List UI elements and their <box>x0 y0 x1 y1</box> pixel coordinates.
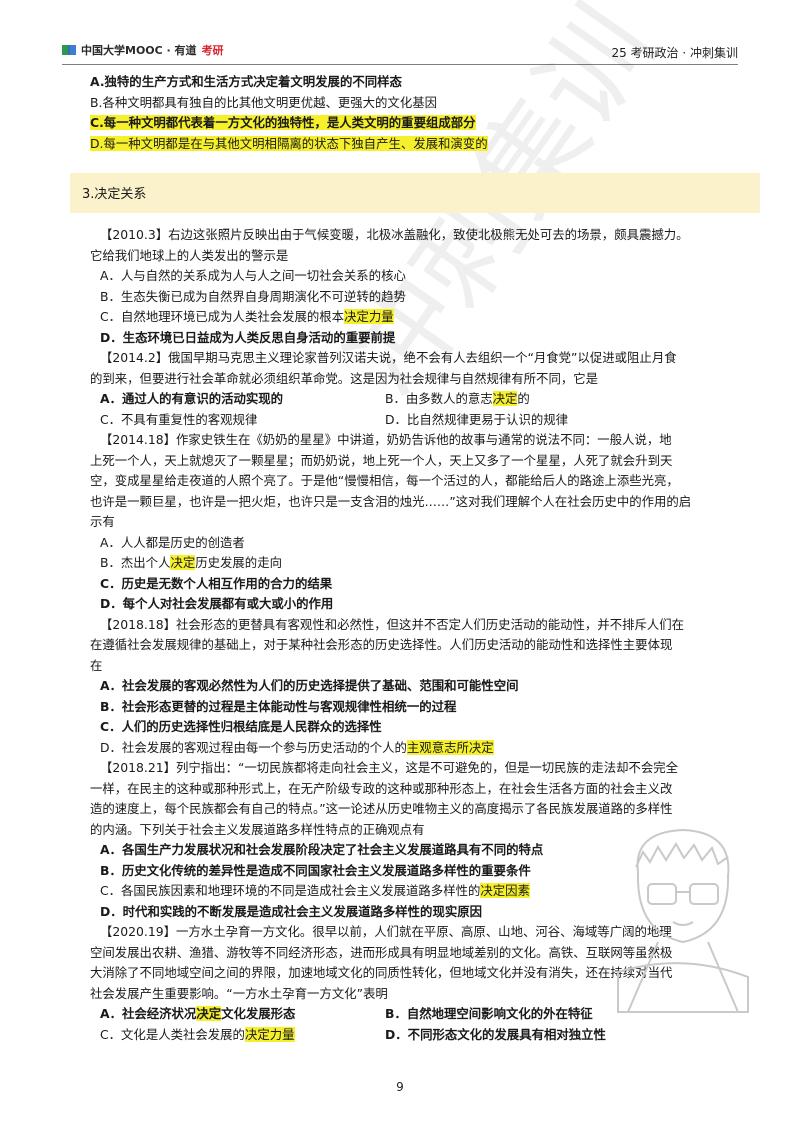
question-stem: 【2014.18】作家史铁生在《奶奶的星星》中讲道，奶奶告诉他的故事与通常的说法… <box>100 432 672 447</box>
option: C．不具有重复性的客观规律 <box>100 411 258 427</box>
option-text: 的 <box>517 391 530 406</box>
question-stem: 【2018.18】社会形态的更替具有客观性和必然性，但这并不否定人们历史活动的能… <box>100 616 685 632</box>
question-stem-cont: 也许是一颗巨星，也许是一把火炬，也许只是一支含泪的烛光……”这对我们理解个人在社… <box>90 493 692 509</box>
option-row: C．不具有重复性的客观规律 D．比自然规律更易于认识的规律 <box>90 410 740 431</box>
brand-name-red: 考研 <box>201 44 224 57</box>
question-stem: 【2020.19】一方水土孕育一方文化。很早以前，人们就在平原、高原、山地、河谷… <box>100 924 672 939</box>
option-text: C．各国民族因素和地理环境的不同是造成社会主义发展道路多样性的 <box>100 883 481 898</box>
option-text: B．杰出个人 <box>100 555 171 570</box>
top-option-a: A.独特的生产方式和生活方式决定着文明发展的不同样态 <box>90 74 402 89</box>
option-correct: D．不同形态文化的发展具有相对独立性 <box>385 1026 606 1042</box>
option-row: A．社会经济状况决定文化发展形态 B．自然地理空间影响文化的外在特征 <box>90 1004 740 1025</box>
question-stem: 【2010.3】右边这张照片反映出由于气候变暖，北极冰盖融化，致使北极熊无处可去… <box>100 227 689 242</box>
mooc-logo-icon <box>62 44 76 56</box>
option: D．社会发展的客观过程由每一个参与历史活动的个人的主观意志所决定 <box>90 738 740 759</box>
option: C．自然地理环境已成为人类社会发展的根本决定力量 <box>90 307 740 328</box>
option-text: 历史发展的走向 <box>195 555 282 570</box>
highlight: 决定力量 <box>244 1026 295 1042</box>
option-correct: D．生态环境已日益成为人类反思自身活动的重要前提 <box>100 329 396 345</box>
page-content: A.独特的生产方式和生活方式决定着文明发展的不同样态 B.各种文明都具有独自的比… <box>70 72 760 1046</box>
question-stem: 【2018.21】列宁指出：“一切民族都将走向社会主义，这是不可避免的，但是一切… <box>100 760 679 775</box>
question-stem-cont: 空间发展出农耕、渔猎、游牧等不同经济形态，进而形成具有明显地域差别的文化。高铁、… <box>90 944 673 960</box>
highlight: D.每一种文明都是在与其他文明相隔离的状态下独自产生、发展和演变的 <box>90 135 488 151</box>
option-correct: B．历史文化传统的差异性是造成不同国家社会主义发展道路多样性的重要条件 <box>100 862 531 878</box>
question-stem-cont: 空，变成星星给走夜道的人照个亮了。于是他“慢慢相信，每一个活过的人，都能给后人的… <box>90 473 679 488</box>
option-correct: A．社会经济状况决定文化发展形态 <box>100 1004 385 1025</box>
question-stem-cont: 它给我们地球上的人类发出的警示是 <box>90 247 289 263</box>
option-correct: A．各国生产力发展状况和社会发展阶段决定了社会主义发展道路具有不同的特点 <box>100 842 544 857</box>
option: B．由多数人的意志决定的 <box>385 389 530 410</box>
option-correct: B．社会形态更替的过程是主体能动性与客观规律性相统一的过程 <box>100 698 457 714</box>
option-text: B．由多数人的意志 <box>385 391 493 406</box>
option-correct: D．每个人对社会发展都有或大或小的作用 <box>100 596 334 611</box>
option-correct: B．自然地理空间影响文化的外在特征 <box>385 1006 593 1021</box>
highlight: 决定 <box>492 391 518 406</box>
option: B．杰出个人决定历史发展的走向 <box>90 553 740 574</box>
question-stem-cont: 上死一个人，天上就熄灭了一颗星星；而奶奶说，地上死一个人，天上又多了一个星星，人… <box>90 452 673 468</box>
course-title: 25 考研政治 · 冲刺集训 <box>611 46 738 60</box>
question-stem-cont: 在遵循社会发展规律的基础上，对于某种社会形态的历史选择性。人们历史活动的能动性和… <box>90 637 673 652</box>
option: A．人与自然的关系成为人与人之间一切社会关系的核心 <box>100 268 406 283</box>
brand-logo[interactable]: 中国大学MOOC · 有道考研 <box>62 42 224 58</box>
option: C．各国民族因素和地理环境的不同是造成社会主义发展道路多样性的决定因素 <box>90 881 740 902</box>
highlight: 决定因素 <box>480 883 530 898</box>
question-stem-cont: 的到来，但要进行社会革命就必须组织革命党。这是因为社会规律与自然规律有所不同，它… <box>90 370 599 386</box>
highlight: 决定 <box>196 1006 222 1021</box>
question-stem-cont: 在 <box>90 657 103 673</box>
highlight: C.每一种文明都代表着一方文化的独特性，是人类文明的重要组成部分 <box>90 115 476 130</box>
question-stem: 【2014.2】俄国早期马克思主义理论家普列汉诺夫说，绝不会有人去组织一个“月食… <box>100 350 677 365</box>
section-heading: 3.决定关系 <box>70 173 760 213</box>
option-row: C．文化是人类社会发展的决定力量 D．不同形态文化的发展具有相对独立性 <box>90 1025 740 1046</box>
highlight: 主观意志所决定 <box>406 739 494 755</box>
option-row: A．通过人的有意识的活动实现的 B．由多数人的意志决定的 <box>90 389 740 410</box>
option-correct: A．通过人的有意识的活动实现的 <box>100 391 284 406</box>
option: B．生态失衡已成为自然界自身周期演化不可逆转的趋势 <box>100 288 406 304</box>
option-text: C．文化是人类社会发展的 <box>100 1026 245 1042</box>
option-correct: D．时代和实践的不断发展是造成社会主义发展道路多样性的现实原因 <box>100 903 483 919</box>
page-header: 中国大学MOOC · 有道考研 25 考研政治 · 冲刺集训 <box>62 40 738 65</box>
question-stem-cont: 社会发展产生重要影响。“一方水土孕育一方文化”表明 <box>90 985 388 1001</box>
option-text: D．社会发展的客观过程由每一个参与历史活动的个人的 <box>100 739 407 755</box>
highlight: 决定 <box>170 555 196 570</box>
option-correct: A．社会发展的客观必然性为人们的历史选择提供了基础、范围和可能性空间 <box>100 678 519 693</box>
top-option-b: B.各种文明都具有独自的比其他文明更优越、更强大的文化基因 <box>90 94 437 110</box>
question-stem-cont: 示有 <box>90 514 115 529</box>
brand-name: 中国大学MOOC · 有道 <box>81 44 197 57</box>
option: C．文化是人类社会发展的决定力量 <box>100 1025 385 1046</box>
page-number: 9 <box>396 1080 404 1094</box>
option: D．比自然规律更易于认识的规律 <box>385 411 569 427</box>
option: A．人人都是历史的创造者 <box>100 534 245 550</box>
question-stem-cont: 大消除了不同地域空间之间的界限，加速地域文化的同质性转化，但地域文化并没有消失，… <box>90 965 673 980</box>
option-text: C．自然地理环境已成为人类社会发展的根本 <box>100 309 345 324</box>
section-title: 3.决定关系 <box>82 187 147 202</box>
question-stem-cont: 的内涵。下列关于社会主义发展道路多样性特点的正确观点有 <box>90 821 425 837</box>
highlight: 决定力量 <box>344 309 394 324</box>
question-stem-cont: 造的速度上，每个民族都会有自己的特点。”这一论述从历史唯物主义的高度揭示了各民族… <box>90 801 673 816</box>
top-option-c: C.每一种文明都代表着一方文化的独特性，是人类文明的重要组成部分 <box>90 113 740 134</box>
option-text: A．社会经济状况 <box>100 1006 197 1021</box>
option-correct: C．历史是无数个人相互作用的合力的结果 <box>100 575 333 591</box>
option-text: 文化发展形态 <box>221 1006 296 1021</box>
option-correct: C．人们的历史选择性归根结底是人民群众的选择性 <box>100 719 382 734</box>
top-option-d: D.每一种文明都是在与其他文明相隔离的状态下独自产生、发展和演变的 <box>90 134 740 155</box>
question-stem-cont: 一样，在民主的这种或那种形式上，在无产阶级专政的这种或那种形态上，在社会生活各方… <box>90 780 673 796</box>
